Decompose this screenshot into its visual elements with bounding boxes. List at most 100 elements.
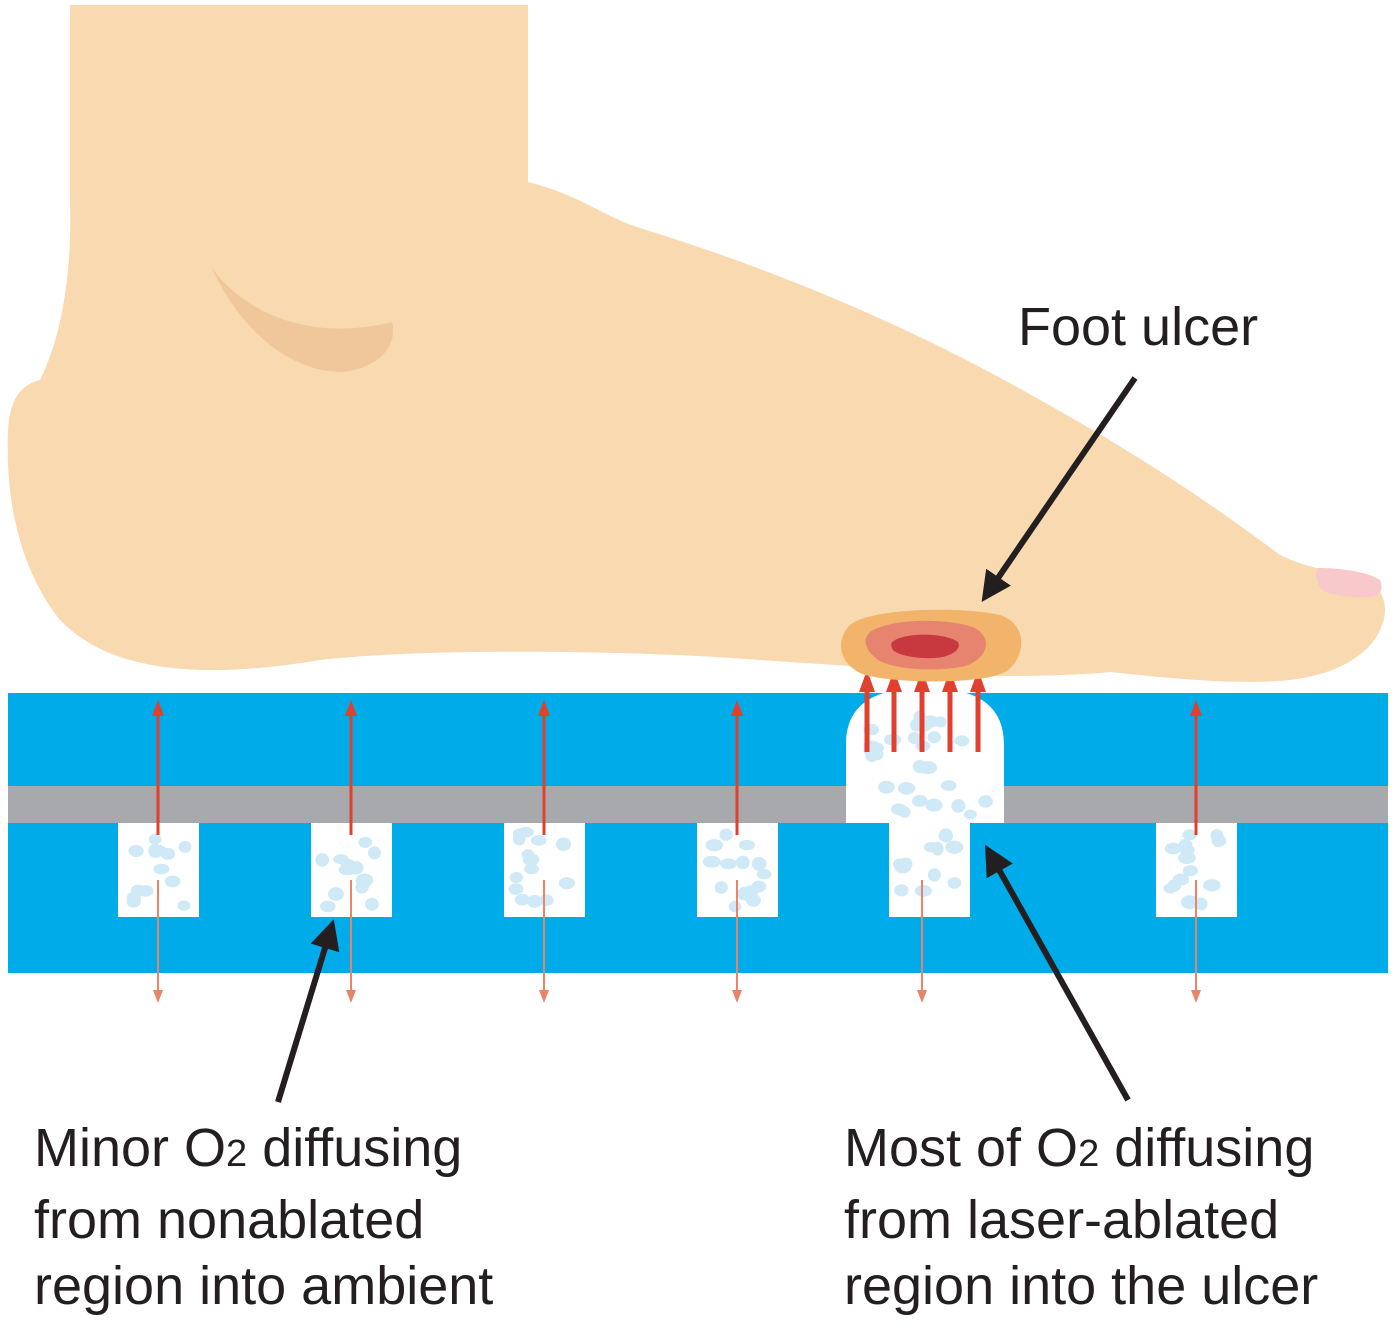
downward-arrowhead: [346, 990, 356, 1003]
ulcer-arrowhead: [886, 670, 902, 692]
oxygen-bubble: [1203, 879, 1221, 892]
oxygen-bubble: [954, 735, 970, 747]
oxygen-bubble: [1182, 829, 1197, 841]
oxygen-bubble: [153, 863, 170, 875]
oxygen-bubble: [357, 879, 370, 891]
oxygen-bubble: [160, 847, 176, 860]
downward-arrowhead: [732, 990, 742, 1003]
oxygen-bubble: [126, 896, 141, 908]
downward-arrowhead: [539, 990, 549, 1003]
oxygen-bubble: [714, 881, 728, 894]
pointer-to-ablated: [985, 844, 1131, 1102]
oxygen-bubble: [1194, 897, 1208, 911]
oxygen-bubble: [925, 798, 943, 812]
dressing: [8, 670, 1388, 1003]
minor-label-line2: from nonablated: [34, 1190, 425, 1250]
upward-arrowhead: [538, 700, 550, 716]
oxygen-bubble: [897, 782, 916, 795]
oxygen-bubble: [320, 900, 336, 913]
oxygen-bubble: [735, 855, 750, 870]
oxygen-bubble: [148, 833, 162, 845]
ulcer-core: [891, 634, 959, 659]
oxygen-bubble: [938, 829, 954, 843]
oxygen-bubble: [164, 875, 181, 888]
ulcer-diffusion-arrows: [859, 670, 986, 752]
oxygen-bubble: [333, 854, 349, 865]
dressing-top-layer: [8, 693, 1388, 786]
oxygen-bubble: [738, 839, 755, 851]
oxygen-bubble: [358, 836, 373, 848]
oxygen-bubble: [558, 877, 575, 890]
oxygen-bubble: [898, 857, 913, 871]
most-label-line3: region into the ulcer: [844, 1256, 1319, 1316]
upward-arrowhead: [345, 700, 357, 716]
most-diffusion-label: Most of O2 diffusing from laser-ablated …: [844, 1115, 1318, 1319]
oxygen-bubble: [728, 900, 742, 913]
upward-arrowhead: [1190, 700, 1202, 716]
oxygen-bubble: [514, 893, 531, 906]
oxygen-bubble: [1178, 851, 1196, 865]
toenail: [1315, 568, 1382, 598]
foot-ulcer: [841, 609, 1022, 682]
pointer-to-ulcer: [981, 376, 1138, 602]
oxygen-bubble: [178, 841, 192, 853]
downward-arrowhead: [1191, 990, 1201, 1003]
oxygen-bubbles: [126, 710, 1227, 913]
oxygen-bubble: [368, 846, 381, 860]
oxygen-bubble: [530, 835, 547, 846]
oxygen-bubble: [912, 760, 927, 774]
oxygen-bubble: [508, 883, 524, 895]
oxygen-bubble: [527, 894, 543, 908]
oxygen-bubble: [914, 885, 933, 897]
oxygen-bubble: [348, 861, 364, 875]
upward-arrowhead: [731, 700, 743, 716]
oxygen-bubble: [878, 780, 895, 794]
oxygen-bubble: [894, 884, 909, 897]
minor-label-line3: region into ambient: [34, 1256, 494, 1316]
oxygen-bubble: [509, 871, 523, 884]
oxygen-bubble: [756, 869, 772, 880]
pointer-to-nonablated: [275, 919, 340, 1103]
oxygen-bubble: [315, 853, 330, 867]
oxygen-bubble: [539, 894, 554, 906]
oxygen-bubble: [751, 880, 767, 893]
oxygen-bubble: [327, 887, 344, 901]
upward-arrowhead: [152, 700, 164, 716]
oxygen-bubble: [1164, 842, 1182, 855]
membrane-layer: [8, 786, 1388, 823]
oxygen-bubble: [149, 844, 163, 858]
oxygen-bubble: [177, 900, 191, 911]
oxygen-bubble: [1178, 838, 1193, 851]
oxygen-bubble: [1180, 895, 1199, 910]
oxygen-bubble: [945, 840, 964, 854]
oxygen-bubble: [522, 853, 540, 866]
oxygen-bubble: [940, 780, 957, 791]
oxygen-bubble: [871, 742, 885, 754]
oxygen-bubble: [951, 799, 966, 813]
oxygen-bubble: [927, 731, 941, 744]
most-label-line2: from laser-ablated: [844, 1190, 1280, 1250]
oxygen-bubble: [523, 864, 539, 875]
oxygen-bubble: [128, 845, 144, 858]
oxygen-bubble: [719, 858, 737, 870]
ulcer-arrowhead: [970, 670, 986, 692]
oxygen-bubble: [912, 795, 928, 807]
foot-ulcer-label: Foot ulcer: [1018, 297, 1259, 357]
ulcer-arrowhead: [859, 670, 875, 692]
oxygen-bubble: [931, 841, 944, 856]
oxygen-bubble: [865, 750, 879, 763]
oxygen-bubble: [513, 831, 526, 846]
oxygen-bubble: [702, 855, 721, 868]
most-label-line1: Most of O2 diffusing: [844, 1118, 1315, 1178]
oxygen-bubble: [365, 897, 379, 911]
oxygen-bubble: [130, 884, 146, 897]
downward-arrowhead: [153, 990, 163, 1003]
oxygen-bubble: [705, 839, 723, 852]
oxygen-bubble: [947, 877, 962, 889]
oxygen-bubble: [719, 828, 733, 841]
ambient-diffusion-arrows: [152, 700, 1202, 1003]
oxygen-bubble: [751, 857, 767, 871]
oxygen-bubble: [908, 732, 921, 744]
oxygen-bubble: [963, 809, 977, 820]
